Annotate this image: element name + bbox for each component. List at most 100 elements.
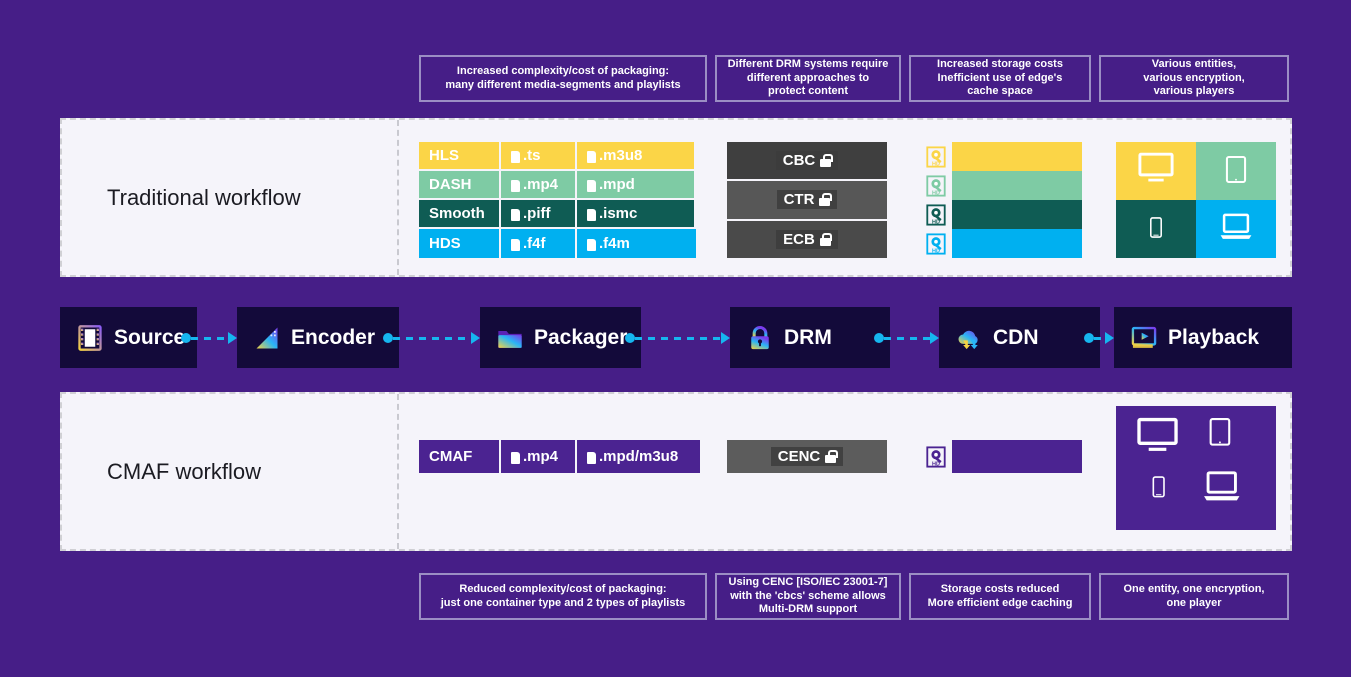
connector-arrow <box>471 332 480 344</box>
workflow-pipeline: Source Encoder Packager DRM CDN Playback <box>60 307 1292 368</box>
cmaf-format-cell-name: CMAF <box>419 440 501 473</box>
padlock-icon <box>820 154 833 168</box>
format-cell-label: .ismc <box>599 205 638 222</box>
cdn-cache-bar <box>952 440 1082 473</box>
pipeline-node-playback[interactable]: Playback <box>1114 307 1292 368</box>
phone-icon <box>1148 468 1169 510</box>
pipeline-connector <box>181 332 237 344</box>
pipeline-node-label: Packager <box>534 325 628 349</box>
connector-dot <box>383 333 393 343</box>
svg-text:HD: HD <box>932 219 940 225</box>
cmaf-cdn-cache-block: HD <box>921 440 1082 473</box>
pipeline-node-drm[interactable]: DRM <box>730 307 890 368</box>
svg-text:HD: HD <box>932 248 940 254</box>
cdn-cache-bar <box>952 229 1082 258</box>
pipeline-node-label: CDN <box>993 325 1039 349</box>
padlock-icon <box>819 232 833 246</box>
cdn-cache-bar <box>952 142 1082 171</box>
connector-line <box>635 336 721 340</box>
encryption-scheme-text: CENC <box>777 448 821 465</box>
connector-line <box>1094 336 1105 340</box>
cmaf-format-cell-container: .mp4 <box>501 440 577 473</box>
connector-arrow <box>721 332 730 344</box>
pipeline-node-cdn[interactable]: CDN <box>939 307 1100 368</box>
format-cell-hls-playlist: .m3u8 <box>577 142 696 171</box>
tablet-icon <box>1222 151 1249 192</box>
format-cell-hds-playlist: .f4m <box>577 229 696 258</box>
cdn-cache-row: HD <box>921 142 1082 171</box>
callout-storage-costs: Increased storage costs Inefficient use … <box>909 55 1091 102</box>
pipeline-node-encoder[interactable]: Encoder <box>237 307 399 368</box>
device-cell-tv <box>1116 142 1196 200</box>
laptop-icon <box>1214 210 1259 248</box>
cdn-cache-bar <box>952 171 1082 200</box>
file-icon <box>587 208 596 221</box>
format-cell-label: .mp4 <box>523 176 559 193</box>
cloud-download-icon <box>955 324 983 352</box>
svg-text:HD: HD <box>932 461 940 467</box>
format-cell-dash-playlist: .mpd <box>577 171 696 200</box>
encryption-row-ecb: ECB <box>727 220 887 258</box>
cmaf-workflow-panel: CMAF workflow CMAF.mp4.mpd/m3u8 CENC HD <box>60 392 1292 551</box>
encryption-label: CBC <box>775 151 839 171</box>
file-icon <box>511 238 520 251</box>
media-player-icon <box>1130 324 1158 352</box>
pipeline-node-label: Source <box>114 325 186 349</box>
pipeline-node-label: Encoder <box>291 325 376 349</box>
pipeline-connector <box>383 332 480 344</box>
cdn-cache-bar <box>952 200 1082 229</box>
device-cell-tablet <box>1196 142 1276 200</box>
tv-icon <box>1129 416 1186 463</box>
encryption-label: CTR <box>776 190 838 210</box>
callout-cenc-multidrm: Using CENC [ISO/IEC 23001-7] with the 'c… <box>715 573 901 620</box>
connector-line <box>393 336 471 340</box>
tv-icon <box>1131 151 1181 192</box>
pipeline-node-label: DRM <box>784 325 832 349</box>
format-cell-label: .piff <box>523 205 551 222</box>
encryption-row-cbc: CBC <box>727 142 887 182</box>
format-cell-label: .m3u8 <box>599 147 643 164</box>
format-cell-hds-name: HDS <box>419 229 501 258</box>
file-icon <box>511 179 520 192</box>
connector-dot <box>625 333 635 343</box>
phone-icon <box>1146 209 1167 250</box>
connector-arrow <box>228 332 237 344</box>
file-icon <box>587 179 596 192</box>
encoder-gradient-icon <box>253 324 281 352</box>
encryption-scheme-text: ECB <box>783 230 815 248</box>
pipeline-connector <box>1084 332 1114 344</box>
connector-line <box>884 336 930 340</box>
pipeline-connector <box>874 332 939 344</box>
padlock-icon <box>819 193 832 207</box>
padlock-icon <box>825 450 838 463</box>
format-cell-hls-container: .ts <box>501 142 577 171</box>
laptop-icon <box>1196 468 1248 511</box>
file-icon <box>587 238 596 251</box>
file-icon <box>587 150 596 163</box>
traditional-encryption-block: CBC CTR ECB <box>727 142 887 258</box>
format-cell-label: HDS <box>429 235 461 252</box>
format-cell-label: Smooth <box>429 205 485 222</box>
format-cell-label: HLS <box>429 147 459 164</box>
connector-dot <box>874 333 884 343</box>
callout-reduced-complexity: Reduced complexity/cost of packaging: ju… <box>419 573 707 620</box>
traditional-devices-block <box>1116 142 1276 258</box>
hd-disk-icon: HD <box>921 171 950 200</box>
cmaf-format-table: CMAF.mp4.mpd/m3u8 <box>419 440 700 473</box>
pipeline-node-packager[interactable]: Packager <box>480 307 641 368</box>
connector-dot <box>1084 333 1094 343</box>
connector-arrow <box>1105 332 1114 344</box>
pipeline-node-source[interactable]: Source <box>60 307 197 368</box>
cmaf-format-cell-label: CMAF <box>429 448 473 465</box>
connector-line <box>191 336 228 340</box>
callout-drm-systems: Different DRM systems require different … <box>715 55 901 102</box>
format-cell-label: DASH <box>429 176 472 193</box>
folder-icon <box>496 324 524 352</box>
encryption-row-ctr: CTR <box>727 181 887 221</box>
callout-storage-reduced: Storage costs reduced More efficient edg… <box>909 573 1091 620</box>
cdn-cache-row: HD <box>921 200 1082 229</box>
device-cell-phone <box>1116 200 1196 258</box>
format-cell-dash-container: .mp4 <box>501 171 577 200</box>
